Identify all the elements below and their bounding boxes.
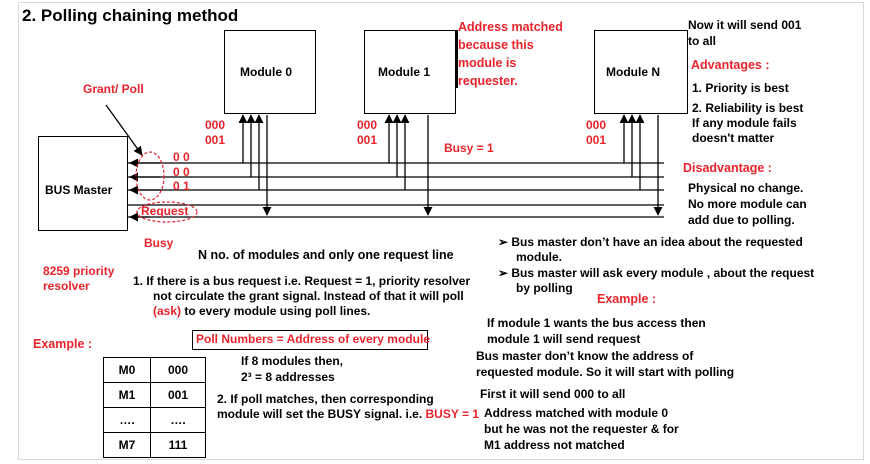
line-bits-2: 0 0 (173, 165, 190, 179)
example-line-4: requested module. So it will start with … (476, 365, 735, 379)
request-highlight (136, 201, 198, 223)
module-1-label: Module 1 (378, 65, 431, 79)
eight-modules-note: If 8 modules then, 2³ = 8 addresses (241, 354, 344, 384)
module-0-label: Module 0 (240, 65, 293, 79)
poll-numbers-box: Poll Numbers = Address of every module (192, 330, 430, 350)
mn-code-bot: 001 (586, 133, 607, 147)
example-line-1: If module 1 wants the bus access then (487, 316, 706, 330)
resolver-line-2: resolver (43, 279, 90, 293)
mn-code-top: 000 (586, 118, 607, 132)
grant-poll-label: Grant/ Poll (83, 82, 144, 96)
m0-code-top: 000 (205, 118, 226, 132)
line-bits-3: 0 1 (173, 179, 190, 193)
bullet-arrow-icon: ➢ (498, 266, 512, 280)
poll-lines (128, 162, 664, 218)
point-2: 2. If poll matches, then corresponding m… (217, 392, 479, 421)
page-title: 2. Polling chaining method (22, 6, 239, 25)
advantages-title: Advantages : (691, 58, 770, 72)
m1-code-top: 000 (357, 118, 378, 132)
now-send-note: Now it will send 001 to all (688, 18, 802, 48)
example-left-label: Example : (33, 337, 93, 351)
m0-code-bot: 001 (205, 133, 226, 147)
m1-code-bot: 001 (357, 133, 378, 147)
example-line-7: but he was not the requester & for (484, 422, 679, 436)
note-divider (456, 30, 458, 88)
example-line-8: M1 address not matched (484, 438, 625, 452)
n-modules-caption: N no. of modules and only one request li… (198, 248, 454, 262)
module-n-label: Module N (606, 65, 660, 79)
table-row: ….…. (103, 407, 206, 433)
example-line-2: module 1 will send request (487, 332, 641, 346)
request-label: Request (141, 204, 189, 218)
busy-label: Busy (144, 236, 174, 250)
busy-eq-label: Busy = 1 (444, 141, 494, 155)
disadvantage-title: Disadvantage : (683, 161, 772, 175)
bus-master-box: BUS Master (38, 136, 128, 231)
example-line-6: Address matched with module 0 (484, 406, 669, 420)
disadvantages-list: Physical no change. No more module can a… (688, 181, 807, 227)
advantages-list: 1. Priority is best 2. Reliability is be… (692, 81, 804, 145)
bullet-list: ➢ Bus master don’t have an idea about th… (498, 235, 815, 295)
module-1-connectors (384, 114, 433, 216)
poll-numbers-text: Poll Numbers = Address of every module (196, 332, 430, 346)
bus-master-label: BUS Master (45, 183, 113, 197)
module-n-connectors (619, 114, 663, 216)
address-matched-note: Address matched because this module is r… (458, 20, 563, 88)
module-n-box: Module N (594, 30, 688, 114)
line-bits-1: 0 0 (173, 150, 190, 164)
bullet-arrow-icon: ➢ (498, 235, 512, 249)
module-0-connectors (238, 114, 272, 216)
grant-arrow (105, 104, 143, 156)
module-0-box: Module 0 (224, 30, 316, 114)
resolver-line-1: 8259 priority (43, 264, 115, 278)
example-line-3: Bus master don’t know the address of (476, 349, 694, 363)
grant-highlight (135, 151, 165, 201)
slide-frame (18, 2, 864, 460)
example-line-5: First it will send 000 to all (480, 387, 626, 401)
module-1-box: Module 1 (364, 30, 456, 114)
point-1: 1. If there is a bus request i.e. Reques… (133, 274, 471, 318)
example-right-label: Example : (597, 292, 657, 306)
